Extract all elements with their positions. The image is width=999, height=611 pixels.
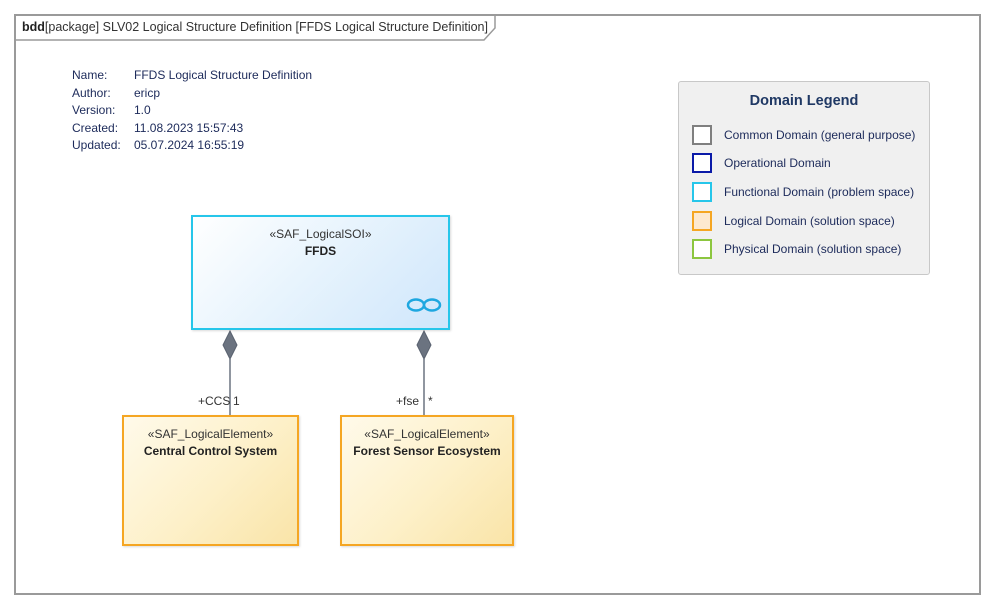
legend-swatch <box>692 211 712 231</box>
block-stereotype: «SAF_LogicalElement» <box>147 427 274 441</box>
frame-title: bdd[package] SLV02 Logical Structure Def… <box>22 20 488 34</box>
legend-swatch <box>692 239 712 259</box>
frame-kind: bdd <box>22 20 45 34</box>
diagram-notes: Name: FFDS Logical Structure Definition A… <box>72 67 312 155</box>
legend-label: Physical Domain (solution space) <box>724 242 902 256</box>
note-value: 05.07.2024 16:55:19 <box>134 138 245 152</box>
note-value: ericp <box>134 85 161 100</box>
legend-label: Common Domain (general purpose) <box>724 128 916 142</box>
association-ccs[interactable] <box>222 329 238 415</box>
note-value: FFDS Logical Structure Definition <box>134 68 313 82</box>
central-control-system-block[interactable]: «SAF_LogicalElement» Central Control Sys… <box>122 415 299 546</box>
association-fse[interactable] <box>416 329 432 415</box>
legend-swatch <box>692 125 712 145</box>
legend-item-functional: Functional Domain (problem space) <box>692 180 914 204</box>
note-value: 11.08.2023 15:57:43 <box>134 120 244 135</box>
legend-label: Logical Domain (solution space) <box>724 214 895 228</box>
legend-label: Operational Domain <box>724 156 831 170</box>
composition-diamond <box>222 329 238 361</box>
frame-tab-shape <box>16 16 496 41</box>
block-name: Central Control System <box>143 444 278 458</box>
legend-item-physical: Physical Domain (solution space) <box>692 237 901 261</box>
role-fse: +fse <box>396 394 420 408</box>
note-key: Name: <box>72 68 108 82</box>
block-name: FFDS <box>304 244 337 258</box>
domain-legend[interactable]: Domain Legend Common Domain (general pur… <box>678 81 930 275</box>
legend-label: Functional Domain (problem space) <box>724 185 915 199</box>
note-row-version: Version: 1.0 <box>72 102 312 120</box>
legend-item-common: Common Domain (general purpose) <box>692 123 915 147</box>
legend-item-operational: Operational Domain <box>692 151 831 175</box>
forest-sensor-ecosystem-block[interactable]: «SAF_LogicalElement» Forest Sensor Ecosy… <box>340 415 514 546</box>
legend-swatch <box>692 153 712 173</box>
note-key: Author: <box>72 85 111 100</box>
legend-swatch <box>692 182 712 202</box>
block-name: Forest Sensor Ecosystem <box>353 444 501 458</box>
composition-diamond <box>416 329 432 361</box>
legend-title: Domain Legend <box>749 93 859 109</box>
block-stereotype: «SAF_LogicalElement» <box>364 427 490 441</box>
block-stereotype: «SAF_LogicalSOI» <box>269 227 372 241</box>
note-key: Created: <box>72 120 119 135</box>
frame-title-text: [package] SLV02 Logical Structure Defini… <box>44 20 488 34</box>
note-row-name: Name: FFDS Logical Structure Definition <box>72 67 312 85</box>
note-key: Updated: <box>72 138 121 152</box>
frame-header-tab: bdd[package] SLV02 Logical Structure Def… <box>16 16 498 41</box>
note-key: Version: <box>72 103 116 117</box>
note-row-created: Created: 11.08.2023 15:57:43 <box>72 120 312 138</box>
infinity-icon <box>406 297 442 318</box>
multiplicity-ccs: 1 <box>233 394 240 408</box>
legend-item-logical: Logical Domain (solution space) <box>692 209 895 233</box>
note-row-updated: Updated: 05.07.2024 16:55:19 <box>72 137 312 155</box>
note-row-author: Author: ericp <box>72 85 312 103</box>
multiplicity-fse: * <box>428 394 433 408</box>
role-ccs: +CCS <box>198 394 231 408</box>
logical-soi-block[interactable]: «SAF_LogicalSOI» FFDS <box>191 215 450 330</box>
note-value: 1.0 <box>134 103 151 117</box>
